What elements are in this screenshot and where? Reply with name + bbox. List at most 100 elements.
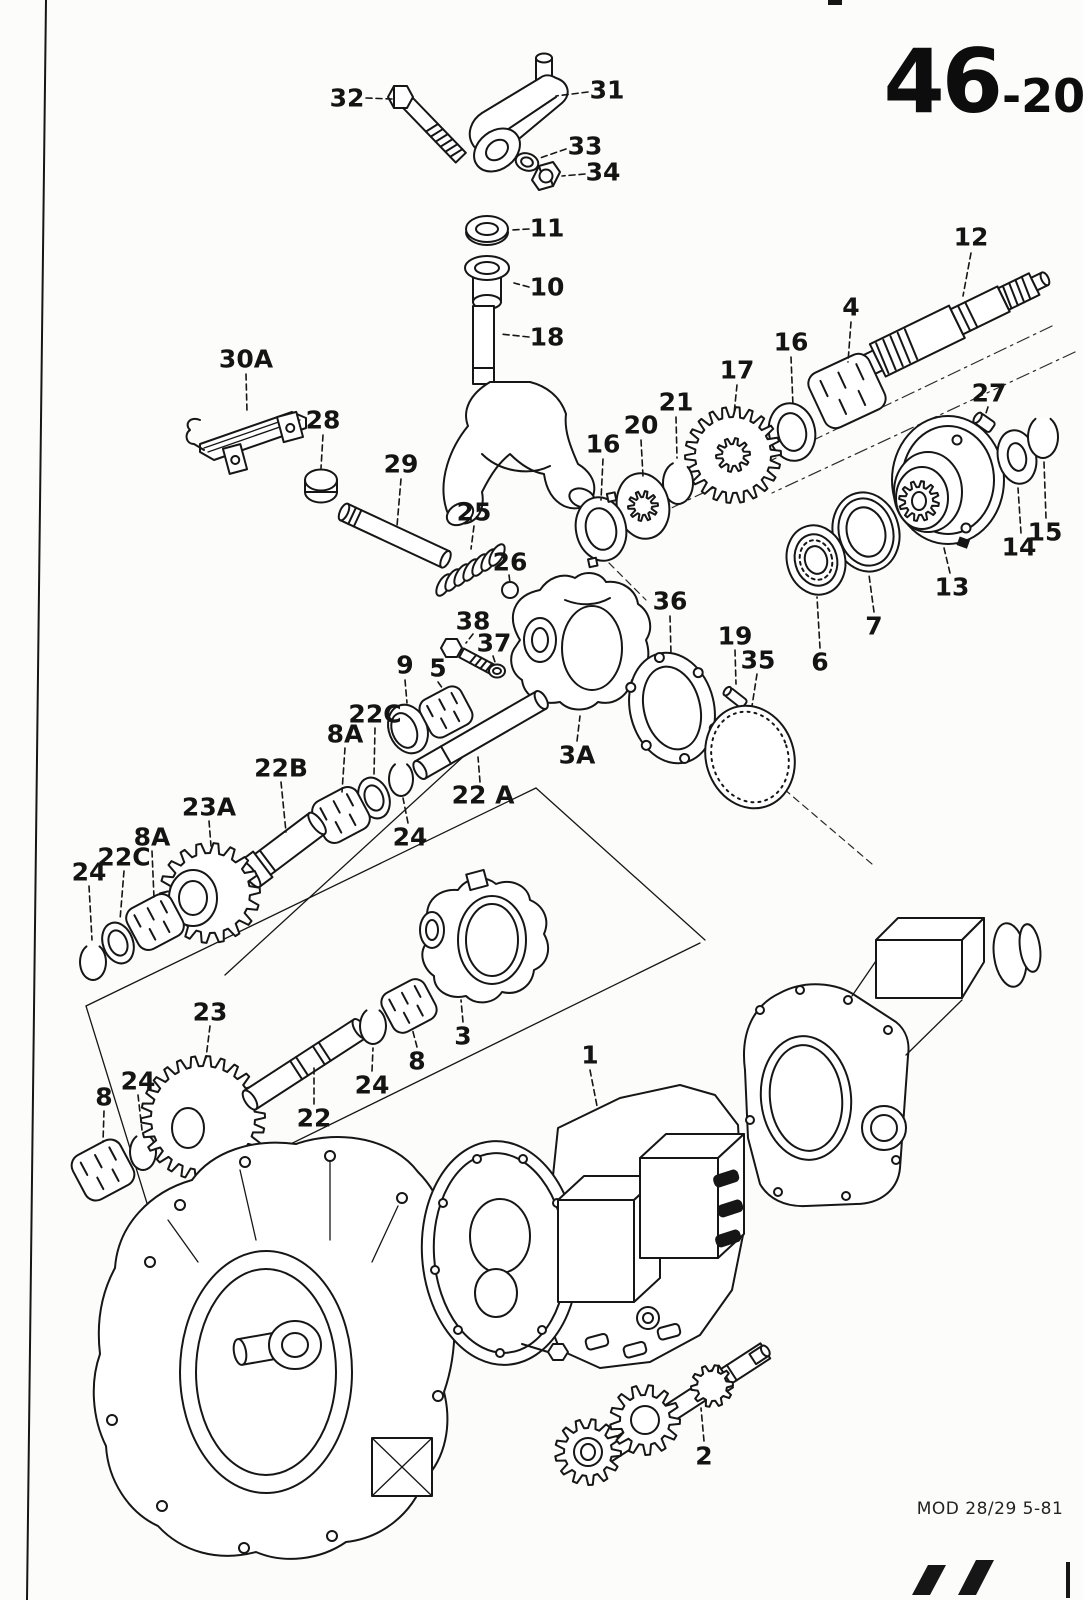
leader-21 — [675, 416, 678, 459]
part-9-cup-washer — [387, 703, 429, 755]
leader-15 — [1043, 461, 1047, 519]
callout-11: 11 — [530, 214, 565, 243]
top-edge-tick — [828, 0, 842, 5]
callout-37: 37 — [477, 629, 512, 658]
leader-32 — [365, 97, 393, 100]
part-14-washer — [996, 429, 1038, 485]
part-12-input-shaft — [850, 271, 1051, 382]
leader-24b — [88, 885, 93, 941]
leader-28 — [320, 434, 324, 469]
callout-12: 12 — [954, 223, 989, 252]
callout-30A: 30A — [219, 345, 274, 374]
callout-35: 35 — [741, 646, 776, 675]
part-29-selector-rod — [337, 502, 452, 569]
callout-21: 21 — [659, 388, 694, 417]
leader-5 — [437, 681, 444, 690]
logo-fragment — [912, 1565, 946, 1595]
leader-3A — [576, 715, 581, 742]
leader-2 — [700, 1407, 705, 1442]
leader-16b — [600, 458, 604, 501]
part-20-splined-washer — [615, 472, 671, 540]
part-22A-mainshaft — [412, 689, 549, 781]
callout-16a: 16 — [774, 328, 809, 357]
callout-3A: 3A — [559, 741, 596, 770]
leader-14 — [1017, 487, 1022, 534]
callout-29: 29 — [384, 450, 419, 479]
callout-24c: 24 — [121, 1067, 156, 1096]
part-25-spring — [435, 543, 506, 597]
leader-8A-2 — [151, 850, 155, 899]
part-6-bearing — [785, 524, 847, 596]
callout-22: 22 — [297, 1104, 332, 1133]
logo-fragment — [958, 1560, 994, 1595]
part-4-needle-bearing — [807, 352, 887, 430]
part-34-nut — [531, 161, 561, 191]
callout-24b: 24 — [72, 858, 107, 887]
callout-16b: 16 — [586, 430, 621, 459]
callout-27: 27 — [972, 379, 1007, 408]
part-28-cap — [304, 468, 338, 504]
leader-22A — [477, 756, 481, 783]
part-24b-circlip — [79, 945, 107, 981]
leader-26 — [508, 574, 511, 584]
part-2-gear-shaft — [554, 1342, 772, 1486]
callout-9: 9 — [396, 651, 413, 680]
leader-31 — [555, 91, 589, 97]
leader-22C-2 — [119, 870, 125, 921]
leader-25 — [470, 525, 475, 550]
part-7-seal — [831, 491, 901, 573]
part-18-shift-fork — [442, 305, 596, 527]
leader-8-1 — [102, 1110, 105, 1143]
part-clutch-housing — [92, 1136, 456, 1560]
part-17-gear — [684, 406, 782, 504]
part-31-selector-lever — [468, 52, 569, 173]
part-24c-circlip — [129, 1135, 157, 1171]
leader-20 — [640, 439, 644, 477]
callout-5: 5 — [429, 654, 446, 683]
leader-8A-1 — [341, 747, 346, 793]
callout-8-2: 8 — [408, 1047, 425, 1076]
leader-18 — [499, 333, 530, 338]
callout-6: 6 — [811, 648, 828, 677]
part-30A-bracket — [185, 410, 307, 475]
callout-34: 34 — [586, 158, 621, 187]
part-26-detent-ball — [501, 581, 519, 599]
leader-24c — [137, 1094, 143, 1131]
callout-8-1: 8 — [95, 1083, 112, 1112]
leader-12 — [962, 252, 972, 297]
leader-7 — [868, 574, 875, 613]
callout-25: 25 — [457, 498, 492, 527]
leader-34 — [561, 173, 586, 177]
part-8-needle-bearing-left — [70, 1138, 136, 1202]
callout-23A: 23A — [182, 793, 237, 822]
callout-19: 19 — [718, 622, 753, 651]
callout-36: 36 — [653, 587, 688, 616]
leader-17 — [733, 384, 738, 415]
leader-23A — [208, 820, 212, 847]
leader-29 — [396, 478, 402, 527]
part-33-washer — [514, 152, 540, 172]
part-5-needle-bearing — [418, 685, 474, 739]
leader-19 — [734, 649, 737, 685]
callout-1: 1 — [581, 1041, 598, 1070]
callout-10: 10 — [530, 273, 565, 302]
leader-33 — [539, 148, 567, 159]
callout-22C-1: 22C — [348, 700, 401, 729]
callout-8A-1: 8A — [327, 720, 364, 749]
callout-22B: 22B — [254, 754, 308, 783]
part-36-gasket — [625, 651, 720, 765]
callout-18: 18 — [530, 323, 565, 352]
part-24a-circlip — [388, 763, 414, 797]
part-1-transmission-case — [420, 1084, 745, 1369]
leader-22B — [280, 781, 287, 833]
leader-23 — [205, 1025, 211, 1059]
part-15-snap-ring — [1027, 417, 1059, 459]
part-10-bushing — [464, 255, 510, 310]
leader-24d — [371, 1047, 374, 1072]
part-35-o-ring — [704, 704, 796, 810]
callout-15: 15 — [1028, 518, 1063, 547]
callout-32: 32 — [330, 84, 365, 113]
part-13-output-hub — [891, 415, 1005, 549]
part-37-nut — [488, 663, 506, 679]
